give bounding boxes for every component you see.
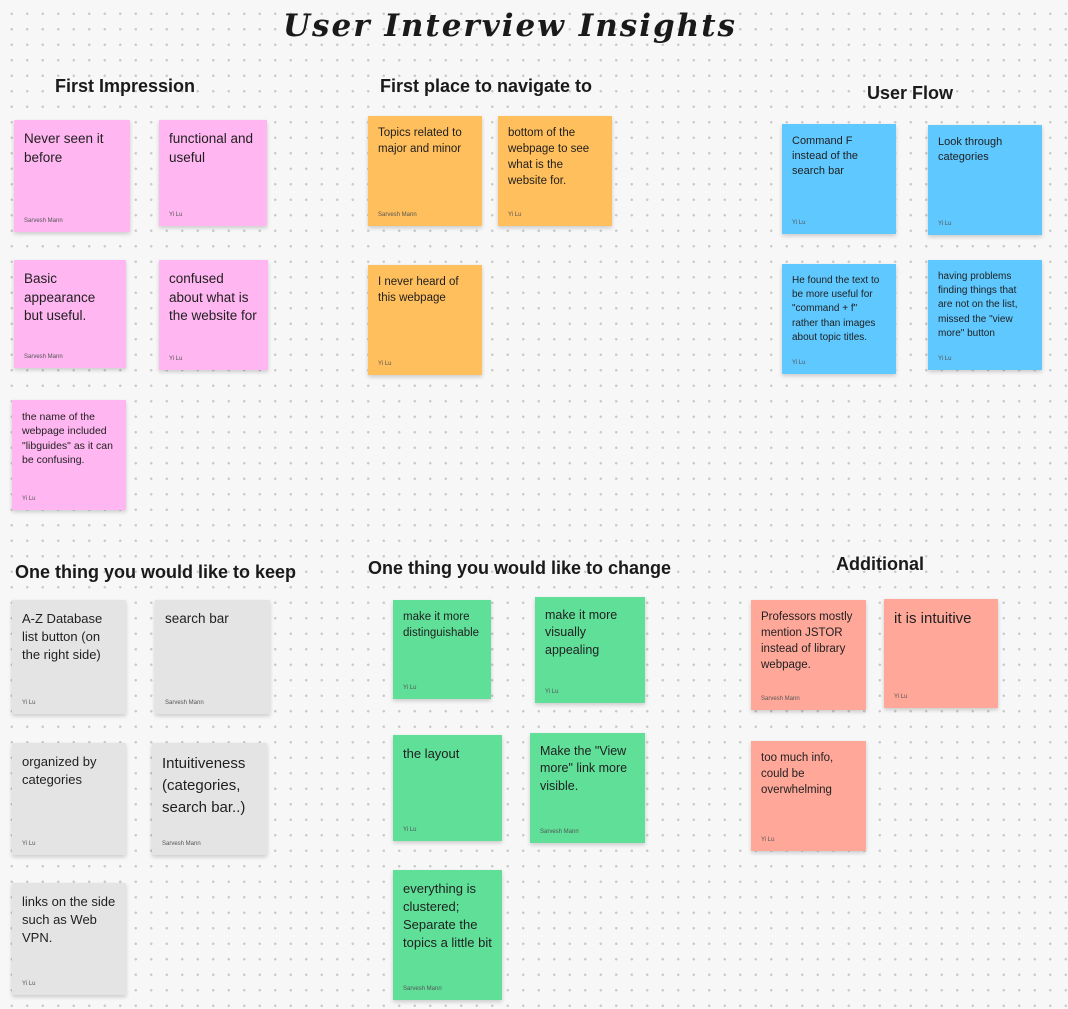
note-author: Sarvesh Mann [761,696,800,702]
sticky-note[interactable]: Make the "View more" link more visible. … [530,733,645,843]
sticky-note[interactable]: links on the side such as Web VPN. Yi Lu [12,883,126,995]
sticky-note[interactable]: search bar Sarvesh Mann [155,600,270,714]
note-text: functional and useful [169,131,254,165]
note-text: I never heard of this webpage [378,276,459,304]
note-text: Basic appearance but useful. [24,271,96,324]
note-text: having problems finding things that are … [938,271,1018,339]
note-author: Sarvesh Mann [24,354,63,360]
note-text: everything is clustered; Separate the to… [403,881,492,950]
note-text: bottom of the webpage to see what is the… [508,127,590,187]
section-heading-keep: One thing you would like to keep [15,562,297,582]
sticky-note[interactable]: make it more distinguishable Yi Lu [393,600,491,699]
note-text: Command F instead of the search bar [792,135,859,178]
note-text: confused about what is the website for [169,271,257,324]
note-text: Make the "View more" link more visible. [540,744,628,793]
note-author: Sarvesh Mann [165,700,204,706]
sticky-note[interactable]: I never heard of this webpage Yi Lu [368,265,482,375]
note-author: Yi Lu [169,212,183,218]
note-author: Yi Lu [938,221,952,227]
note-text: too much info, could be overwhelming [761,752,834,796]
note-author: Yi Lu [403,685,417,691]
note-text: the name of the webpage included "libgui… [22,411,113,467]
note-text: make it more distinguishable [403,611,480,639]
note-text: links on the side such as Web VPN. [22,894,116,945]
note-text: Intuitiveness (categories, search bar..) [162,755,246,816]
note-author: Yi Lu [22,496,36,502]
sticky-note[interactable]: Command F instead of the search bar Yi L… [782,124,896,234]
note-text: organized by categories [22,754,97,787]
section-heading-user-flow: User Flow [867,83,954,103]
note-text: A-Z Database list button (on the right s… [22,611,103,662]
note-author: Yi Lu [761,837,775,843]
note-author: Yi Lu [545,689,559,695]
sticky-note[interactable]: everything is clustered; Separate the to… [393,870,502,1000]
sticky-note[interactable]: Professors mostly mention JSTOR instead … [751,600,866,710]
note-author: Yi Lu [938,356,952,362]
sticky-note[interactable]: Look through categories Yi Lu [928,125,1042,235]
section-heading-additional: Additional [836,554,924,574]
sticky-note[interactable]: Basic appearance but useful. Sarvesh Man… [14,260,126,368]
note-author: Yi Lu [403,827,417,833]
note-author: Yi Lu [378,361,392,367]
note-author: Yi Lu [22,981,36,987]
note-author: Sarvesh Mann [540,829,579,835]
section-heading-first-place: First place to navigate to [380,76,593,96]
note-text: Professors mostly mention JSTOR instead … [761,611,853,671]
note-author: Yi Lu [894,694,908,700]
sticky-note[interactable]: organized by categories Yi Lu [12,743,126,855]
note-author: Yi Lu [792,220,806,226]
note-text: Topics related to major and minor [378,127,462,155]
sticky-note[interactable]: Topics related to major and minor Sarves… [368,116,482,226]
note-text: search bar [165,611,229,626]
sticky-note[interactable]: He found the text to be more useful for … [782,264,896,374]
note-text: Never seen it before [24,131,104,165]
sticky-note[interactable]: functional and useful Yi Lu [159,120,267,226]
note-author: Sarvesh Mann [378,212,417,218]
note-author: Sarvesh Mann [162,841,201,847]
note-author: Yi Lu [22,841,36,847]
sticky-note[interactable]: Never seen it before Sarvesh Mann [14,120,130,232]
note-text: make it more visually appealing [545,608,618,657]
board-title: User Interview Insights [283,8,737,44]
note-text: He found the text to be more useful for … [792,275,880,343]
note-text: the layout [403,746,460,761]
sticky-note[interactable]: the layout Yi Lu [393,735,502,841]
note-author: Sarvesh Mann [24,218,63,224]
note-author: Yi Lu [22,700,36,706]
sticky-note[interactable]: A-Z Database list button (on the right s… [12,600,126,714]
note-author: Yi Lu [792,360,806,366]
note-author: Yi Lu [508,212,522,218]
section-heading-first-impression: First Impression [55,76,196,96]
sticky-note[interactable]: the name of the webpage included "libgui… [12,400,126,510]
section-heading-change: One thing you would like to change [368,558,672,578]
sticky-note[interactable]: having problems finding things that are … [928,260,1042,370]
note-text: Look through categories [938,136,1003,164]
note-text: it is intuitive [894,610,972,627]
sticky-note[interactable]: Intuitiveness (categories, search bar..)… [152,743,267,855]
sticky-note[interactable]: bottom of the webpage to see what is the… [498,116,612,226]
sticky-note[interactable]: confused about what is the website for Y… [159,260,268,370]
note-author: Yi Lu [169,356,183,362]
sticky-note[interactable]: too much info, could be overwhelming Yi … [751,741,866,851]
note-author: Sarvesh Mann [403,986,442,992]
sticky-note[interactable]: make it more visually appealing Yi Lu [535,597,645,703]
sticky-note[interactable]: it is intuitive Yi Lu [884,599,998,708]
